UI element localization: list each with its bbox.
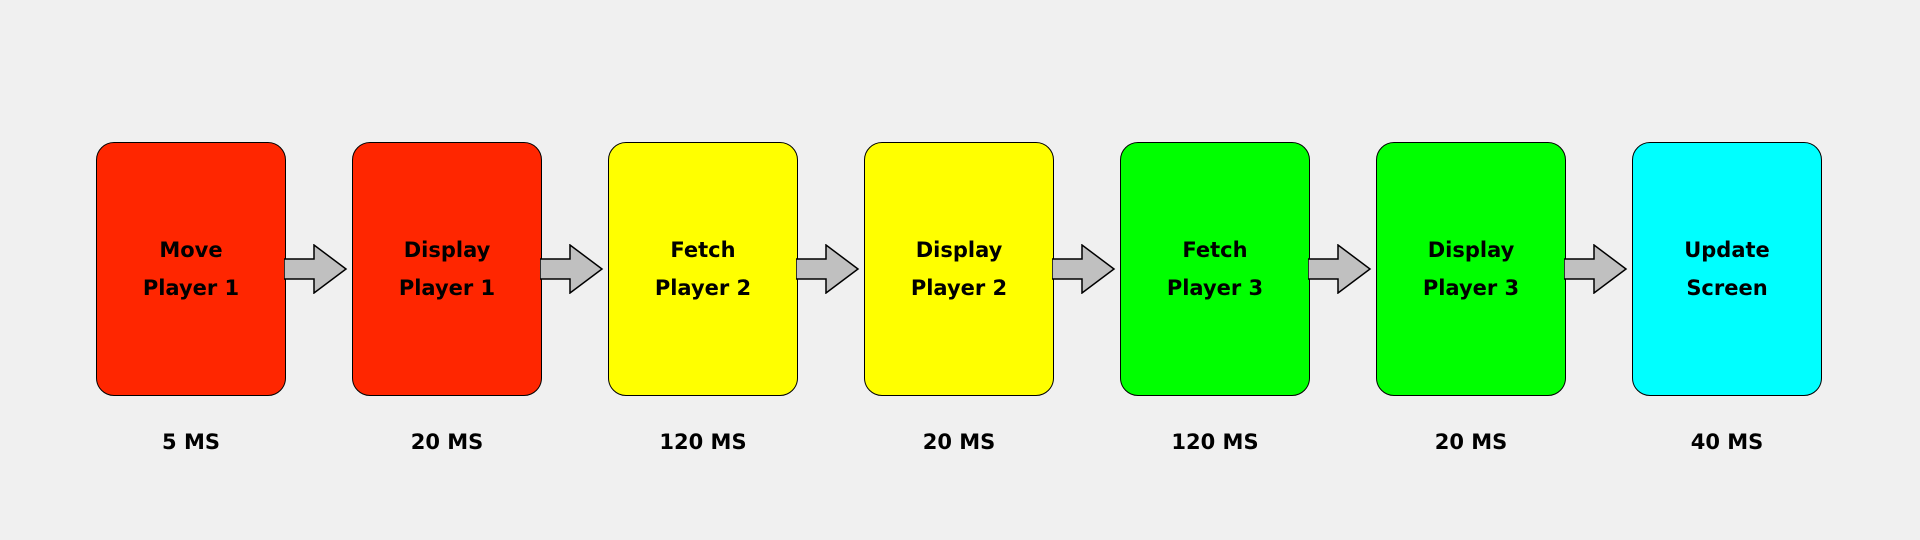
arrow-icon (540, 244, 604, 294)
duration-label-fetch-player-3: 120 MS (1171, 430, 1259, 454)
step-label-line: Player 2 (910, 276, 1008, 300)
step-label-line: Display (915, 238, 1003, 262)
step-label-line: Player 3 (1166, 276, 1264, 300)
arrow-icon (284, 244, 348, 294)
step-label-line: Update (1684, 238, 1770, 262)
arrow-icon (1564, 244, 1628, 294)
step-label-line: Display (1427, 238, 1515, 262)
step-label-line: Fetch (1182, 238, 1248, 262)
step-label-line: Move (159, 238, 223, 262)
arrow-icon (1052, 244, 1116, 294)
duration-label-fetch-player-2: 120 MS (659, 430, 747, 454)
step-label-line: Fetch (670, 238, 736, 262)
duration-label-update-screen: 40 MS (1690, 430, 1764, 454)
arrow-icon (796, 244, 860, 294)
duration-label-display-player-2: 20 MS (922, 430, 996, 454)
step-label-line: Player 1 (398, 276, 496, 300)
step-label-line: Player 2 (654, 276, 752, 300)
step-label-line: Display (403, 238, 491, 262)
arrow-icon (1308, 244, 1372, 294)
step-label-line: Player 1 (142, 276, 240, 300)
step-label-line: Player 3 (1422, 276, 1520, 300)
duration-label-display-player-3: 20 MS (1434, 430, 1508, 454)
duration-label-move-player-1: 5 MS (162, 430, 220, 454)
step-label-line: Screen (1686, 276, 1768, 300)
duration-label-display-player-1: 20 MS (410, 430, 484, 454)
